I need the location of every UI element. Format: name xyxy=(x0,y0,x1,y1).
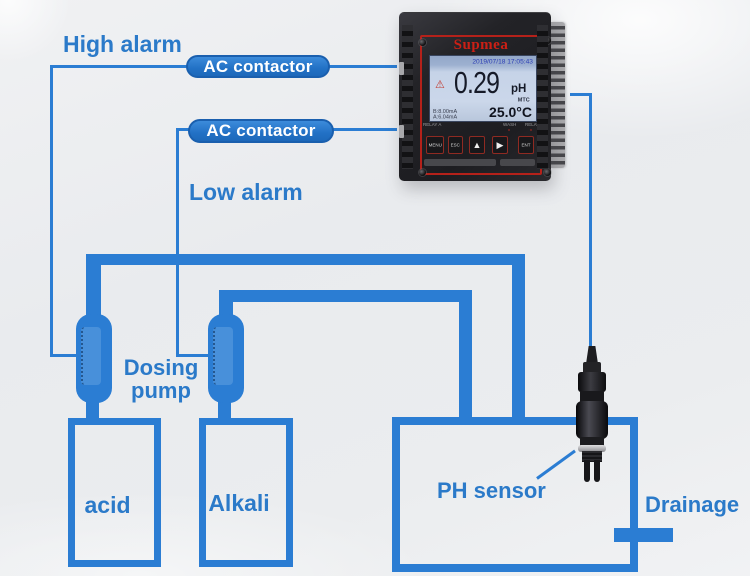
drainage-pipe xyxy=(614,528,673,542)
ac-contactor-label: AC contactor xyxy=(206,121,316,140)
up-arrow-button: ▲ xyxy=(469,136,485,154)
warning-icon: ⚠ xyxy=(435,79,445,91)
mtc-indicator: MTC xyxy=(518,97,530,104)
heatsink-fins xyxy=(551,22,565,168)
lcd-screen: 2019/07/18 17:05:43 ⚠ 0.29 pH B:8.00mA A… xyxy=(429,55,537,122)
alkali-tank-label: Alkali xyxy=(208,490,270,516)
low-alarm-wire-to-alkali-pump xyxy=(176,354,212,357)
acid-tank-suction-pipe xyxy=(86,400,99,422)
acid-tank xyxy=(68,418,161,567)
ac-contactor-badge-bottom: AC contactor xyxy=(188,119,334,143)
current-output-readout: B:8.00mA A:6.04mA xyxy=(433,109,457,120)
acid-pipe-horizontal xyxy=(86,254,525,265)
probe-metal-ring xyxy=(578,445,606,452)
sensor-cable-vertical xyxy=(589,93,592,349)
wash-label: WASH xyxy=(503,122,517,127)
ent-button-label: ENT xyxy=(521,142,531,148)
acid-dosing-pump xyxy=(76,314,112,403)
output-b-value: B:8.00mA xyxy=(433,108,458,115)
menu-button-label: MENU xyxy=(428,142,442,148)
panel-screw xyxy=(419,39,426,46)
relay-b-label: RELAY B xyxy=(525,122,544,127)
right-arrow-button: ▶ xyxy=(492,136,508,154)
high-alarm-wire-to-meter xyxy=(329,65,397,68)
alkali-dosing-pump xyxy=(208,314,244,403)
panel-screw xyxy=(544,169,551,176)
probe-cap xyxy=(578,372,606,392)
menu-button: MENU xyxy=(426,136,444,154)
process-tank xyxy=(392,417,638,572)
mounting-tab xyxy=(399,62,404,75)
wash-led xyxy=(508,129,510,131)
probe-neck xyxy=(583,362,601,374)
probe-cable-gland xyxy=(586,346,598,364)
probe-guard-prong-left xyxy=(584,460,590,482)
controller-front-panel: Supmea 2019/07/18 17:05:43 ⚠ 0.29 pH B:8… xyxy=(399,12,551,181)
ph-controller: Supmea 2019/07/18 17:05:43 ⚠ 0.29 pH B:8… xyxy=(394,8,568,181)
low-alarm-label: Low alarm xyxy=(189,179,303,205)
panel-screw xyxy=(419,169,426,176)
high-alarm-wire-vertical xyxy=(50,65,53,357)
acid-tank-label: acid xyxy=(84,492,131,518)
datetime-readout: 2019/07/18 17:05:43 xyxy=(472,58,533,66)
mounting-tab xyxy=(399,125,404,138)
pump-body-panel xyxy=(81,327,101,385)
ac-contactor-label: AC contactor xyxy=(203,56,313,76)
right-arrow-icon: ▶ xyxy=(496,139,504,150)
esc-button: ESC xyxy=(448,136,463,154)
probe-lower-collar xyxy=(582,451,602,462)
alkali-tank xyxy=(199,418,293,567)
acid-pipe-riser xyxy=(86,254,101,316)
drainage-label: Drainage xyxy=(645,492,740,517)
panel-slot xyxy=(500,159,535,166)
low-alarm-wire-vertical xyxy=(176,128,179,357)
high-alarm-wire-to-acid-pump xyxy=(50,354,80,357)
ph-sensor-label: PH sensor xyxy=(437,478,546,503)
alkali-pipe-horizontal xyxy=(219,290,472,302)
alkali-pipe-downleg xyxy=(459,290,472,424)
up-arrow-icon: ▲ xyxy=(472,140,482,150)
ent-button: ENT xyxy=(518,136,534,154)
relay-a-label: RELAY A xyxy=(423,122,442,127)
relay-b-led xyxy=(530,129,532,131)
ac-contactor-badge-top: AC contactor xyxy=(186,55,330,78)
high-alarm-label: High alarm xyxy=(63,31,182,57)
ph-sensor-probe xyxy=(576,346,608,486)
temperature-readout: 25.0°C xyxy=(489,104,532,120)
ph-unit: pH xyxy=(511,83,527,95)
sensor-cable-horizontal xyxy=(570,93,592,96)
brand-logo: Supmea xyxy=(453,37,509,53)
dosing-pump-label: Dosing pump xyxy=(123,355,199,403)
probe-taper xyxy=(580,437,604,446)
ph-value-readout: 0.29 xyxy=(454,65,500,100)
low-alarm-wire-horizontal-left xyxy=(176,128,190,131)
probe-body xyxy=(576,401,608,439)
panel-slot xyxy=(424,159,496,166)
alkali-tank-suction-pipe xyxy=(218,400,231,422)
esc-button-label: ESC xyxy=(450,142,461,148)
pump-body-panel xyxy=(213,327,233,385)
probe-collar xyxy=(580,391,604,403)
high-alarm-wire-horizontal-left xyxy=(50,65,187,68)
low-alarm-wire-to-meter xyxy=(331,128,397,131)
probe-guard-prong-right xyxy=(594,460,600,482)
output-a-value: A:6.04mA xyxy=(433,113,458,120)
acid-pipe-downleg xyxy=(512,254,525,424)
panel-screw xyxy=(544,37,551,44)
